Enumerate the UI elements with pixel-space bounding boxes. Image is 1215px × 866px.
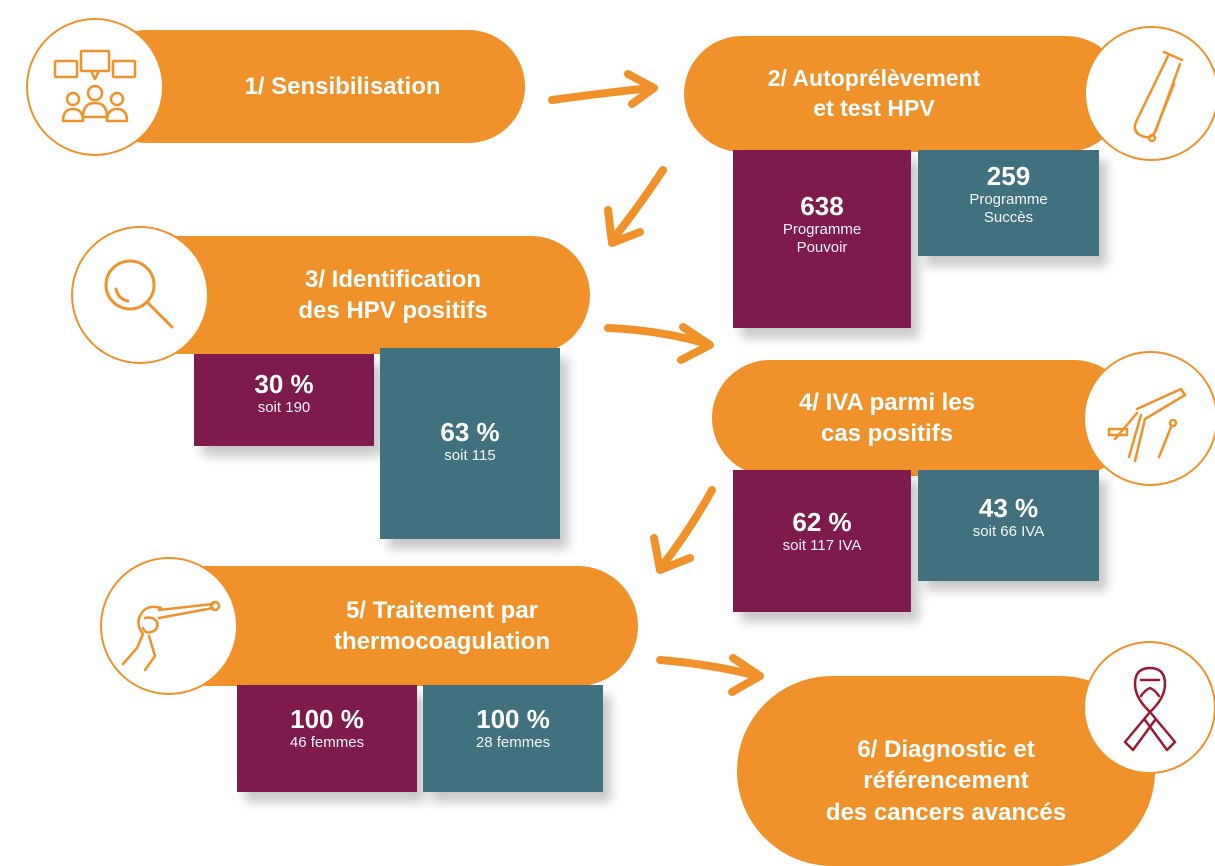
thermocoagulation-probe-icon: [121, 600, 221, 672]
test-tube-swab-icon: [1133, 50, 1183, 142]
step5-teal-text: 28 femmes: [475, 733, 551, 751]
step-1-pill: 1/ Sensibilisation: [90, 30, 525, 143]
cancer-ribbon-icon: [1123, 666, 1176, 751]
step3-plum-value: 30 %: [254, 369, 314, 399]
step-5-icon-circle: [100, 557, 238, 695]
step4-plum-text: soit 117 IVA: [782, 536, 862, 554]
step2-stat-teal: 259 Programme Succès: [918, 150, 1099, 256]
step-2-pill: 2/ Autoprélèvement et test HPV: [684, 36, 1124, 152]
step3-stat-plum: 30 % soit 190: [194, 354, 374, 446]
step2-teal-value: 259: [986, 161, 1031, 191]
step4-stat-plum: 62 % soit 117 IVA: [733, 470, 911, 612]
step3-stat-teal: 63 % soit 115: [380, 348, 560, 539]
people-speech-icon: [53, 49, 137, 123]
step-6-icon-circle: [1083, 641, 1215, 774]
step3-plum-text: soit 190: [257, 398, 311, 416]
step4-stat-teal: 43 % soit 66 IVA: [918, 470, 1099, 581]
step3-teal-value: 63 %: [440, 417, 500, 447]
step2-stat-plum: 638 Programme Pouvoir: [733, 150, 911, 328]
step-1-label: 1/ Sensibilisation: [244, 72, 441, 100]
magnifier-icon: [104, 259, 174, 329]
step-6-label: 6/ Diagnostic et référencement des cance…: [825, 736, 1067, 826]
step-4-icon-circle: [1083, 351, 1215, 486]
arrow-2-to-3: [604, 166, 667, 247]
step5-plum-text: 46 femmes: [289, 733, 365, 751]
arrow-4-to-5: [650, 486, 716, 574]
step5-teal-value: 100 %: [476, 704, 550, 734]
step5-plum-value: 100 %: [290, 704, 364, 734]
arrow-1-to-2: [548, 70, 658, 108]
step-5-label: 5/ Traitement par thermocoagulation: [333, 596, 550, 655]
step4-teal-text: soit 66 IVA: [972, 522, 1045, 540]
step-2-icon-circle: [1084, 26, 1215, 161]
step-1-icon-circle: [26, 18, 164, 156]
step-2-label: 2/ Autoprélèvement et test HPV: [767, 65, 981, 121]
step2-teal-text: Programme Succès: [969, 190, 1048, 226]
speculum-icon: [1107, 387, 1186, 462]
step4-plum-value: 62 %: [792, 507, 852, 537]
step2-plum-text: Programme Pouvoir: [782, 220, 862, 256]
arrow-3-to-4: [604, 323, 714, 364]
step3-teal-text: soit 115: [444, 446, 496, 464]
step5-stat-plum: 100 % 46 femmes: [237, 685, 417, 792]
step-4-pill: 4/ IVA parmi les cas positifs: [712, 360, 1132, 476]
step4-teal-value: 43 %: [978, 493, 1039, 523]
step-4-label: 4/ IVA parmi les cas positifs: [798, 388, 976, 447]
step-3-icon-circle: [71, 226, 209, 364]
step2-plum-value: 638: [800, 191, 844, 221]
step-3-label: 3/ Identification des HPV positifs: [298, 265, 488, 324]
step-6-pill: 6/ Diagnostic et référencement des cance…: [737, 676, 1155, 866]
arrow-5-to-6: [656, 654, 764, 696]
step5-stat-teal: 100 % 28 femmes: [423, 685, 603, 792]
